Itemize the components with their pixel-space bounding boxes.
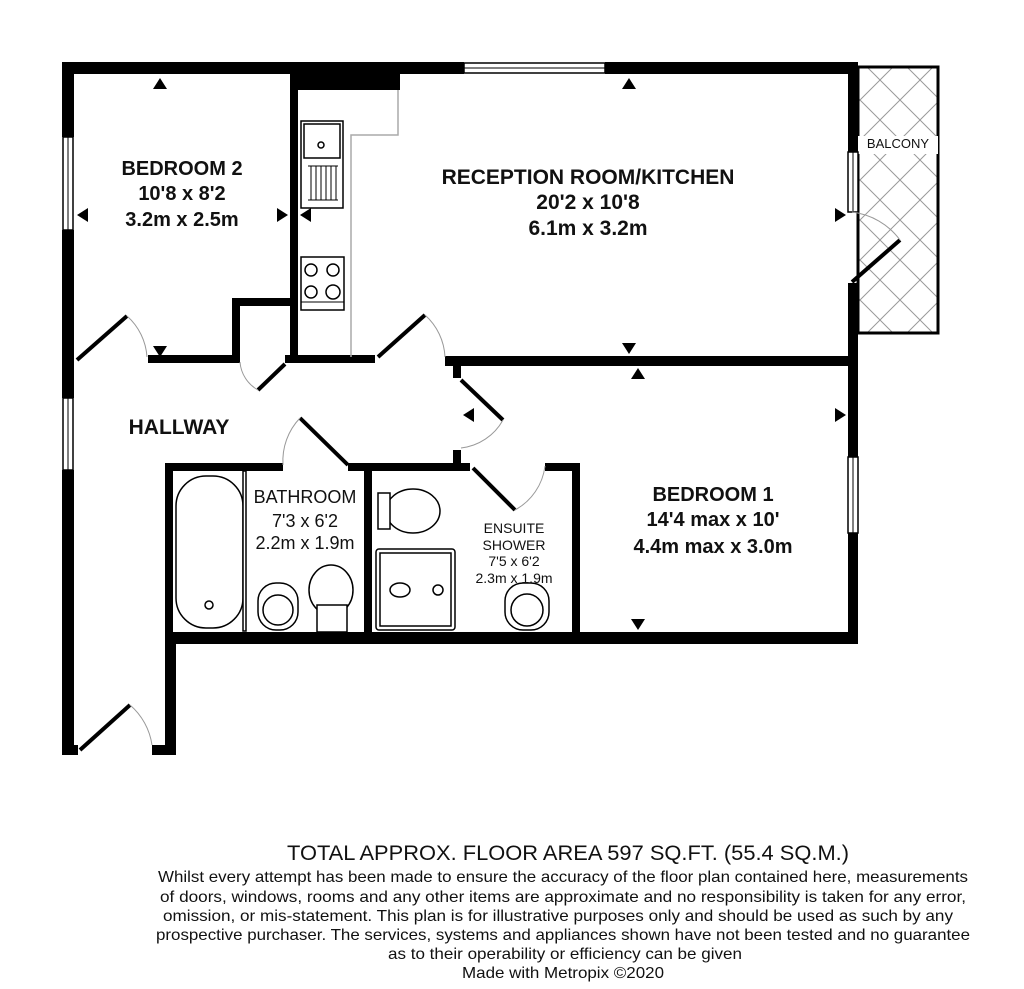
shower-tray-icon <box>375 548 456 631</box>
room-name: ENSUITE <box>484 520 545 536</box>
room-ensuite-shower: ENSUITE SHOWER 7'5 x 6'2 2.3m x 1.9m <box>475 520 552 586</box>
room-bedroom-2: BEDROOM 2 10'8 x 8'2 3.2m x 2.5m <box>121 158 242 231</box>
doors <box>75 211 902 752</box>
walls <box>62 62 858 755</box>
basin-icon <box>504 582 550 631</box>
room-hallway-label: HALLWAY <box>129 416 230 439</box>
room-name: BEDROOM 1 <box>652 484 773 506</box>
room-dimensions-metric: 6.1m x 3.2m <box>528 217 647 240</box>
disclaimer-line: of doors, windows, rooms and any other i… <box>160 889 966 906</box>
room-dimensions-metric: 4.4m max x 3.0m <box>634 536 793 558</box>
room-dimensions-metric: 2.2m x 1.9m <box>255 533 354 553</box>
room-dimensions-imperial: 10'8 x 8'2 <box>138 183 225 205</box>
room-name: BATHROOM <box>254 487 357 507</box>
room-dimensions-metric: 2.3m x 1.9m <box>475 570 552 586</box>
room-bathroom: BATHROOM 7'3 x 6'2 2.2m x 1.9m <box>254 487 357 553</box>
room-reception-kitchen: RECEPTION ROOM/KITCHEN 20'2 x 10'8 6.1m … <box>442 166 735 240</box>
room-name: RECEPTION ROOM/KITCHEN <box>442 166 735 189</box>
disclaimer-line: Whilst every attempt has been made to en… <box>158 869 968 886</box>
total-floor-area: TOTAL APPROX. FLOOR AREA 597 SQ.FT. (55.… <box>287 842 849 865</box>
metropix-credit: Made with Metropix ©2020 <box>462 965 664 982</box>
room-dimensions-imperial: 20'2 x 10'8 <box>536 191 640 214</box>
room-dimensions-imperial: 7'5 x 6'2 <box>488 553 539 569</box>
basin-icon <box>257 582 299 631</box>
hob-icon <box>300 256 345 311</box>
room-bedroom-1: BEDROOM 1 14'4 max x 10' 4.4m max x 3.0m <box>634 484 793 558</box>
toilet-icon <box>377 488 441 534</box>
room-dimensions-metric: 3.2m x 2.5m <box>125 209 238 231</box>
room-dimensions-imperial: 7'3 x 6'2 <box>272 511 338 531</box>
toilet-icon <box>308 564 354 633</box>
disclaimer-line: omission, or mis-statement. This plan is… <box>163 908 953 925</box>
dimension-arrows <box>77 78 846 630</box>
room-dimensions-imperial: 14'4 max x 10' <box>647 509 780 531</box>
footer: TOTAL APPROX. FLOOR AREA 597 SQ.FT. (55.… <box>156 842 970 982</box>
room-name: SHOWER <box>483 537 546 553</box>
disclaimer-line: as to their operability or efficiency ca… <box>388 946 742 963</box>
balcony <box>856 65 940 335</box>
windows <box>62 62 859 534</box>
room-name: BEDROOM 2 <box>121 158 242 180</box>
room-balcony-label: BALCONY <box>867 136 929 151</box>
kitchen-fittings <box>300 90 399 357</box>
disclaimer-line: prospective purchaser. The services, sys… <box>156 927 970 944</box>
sanitary-fittings <box>175 470 550 633</box>
